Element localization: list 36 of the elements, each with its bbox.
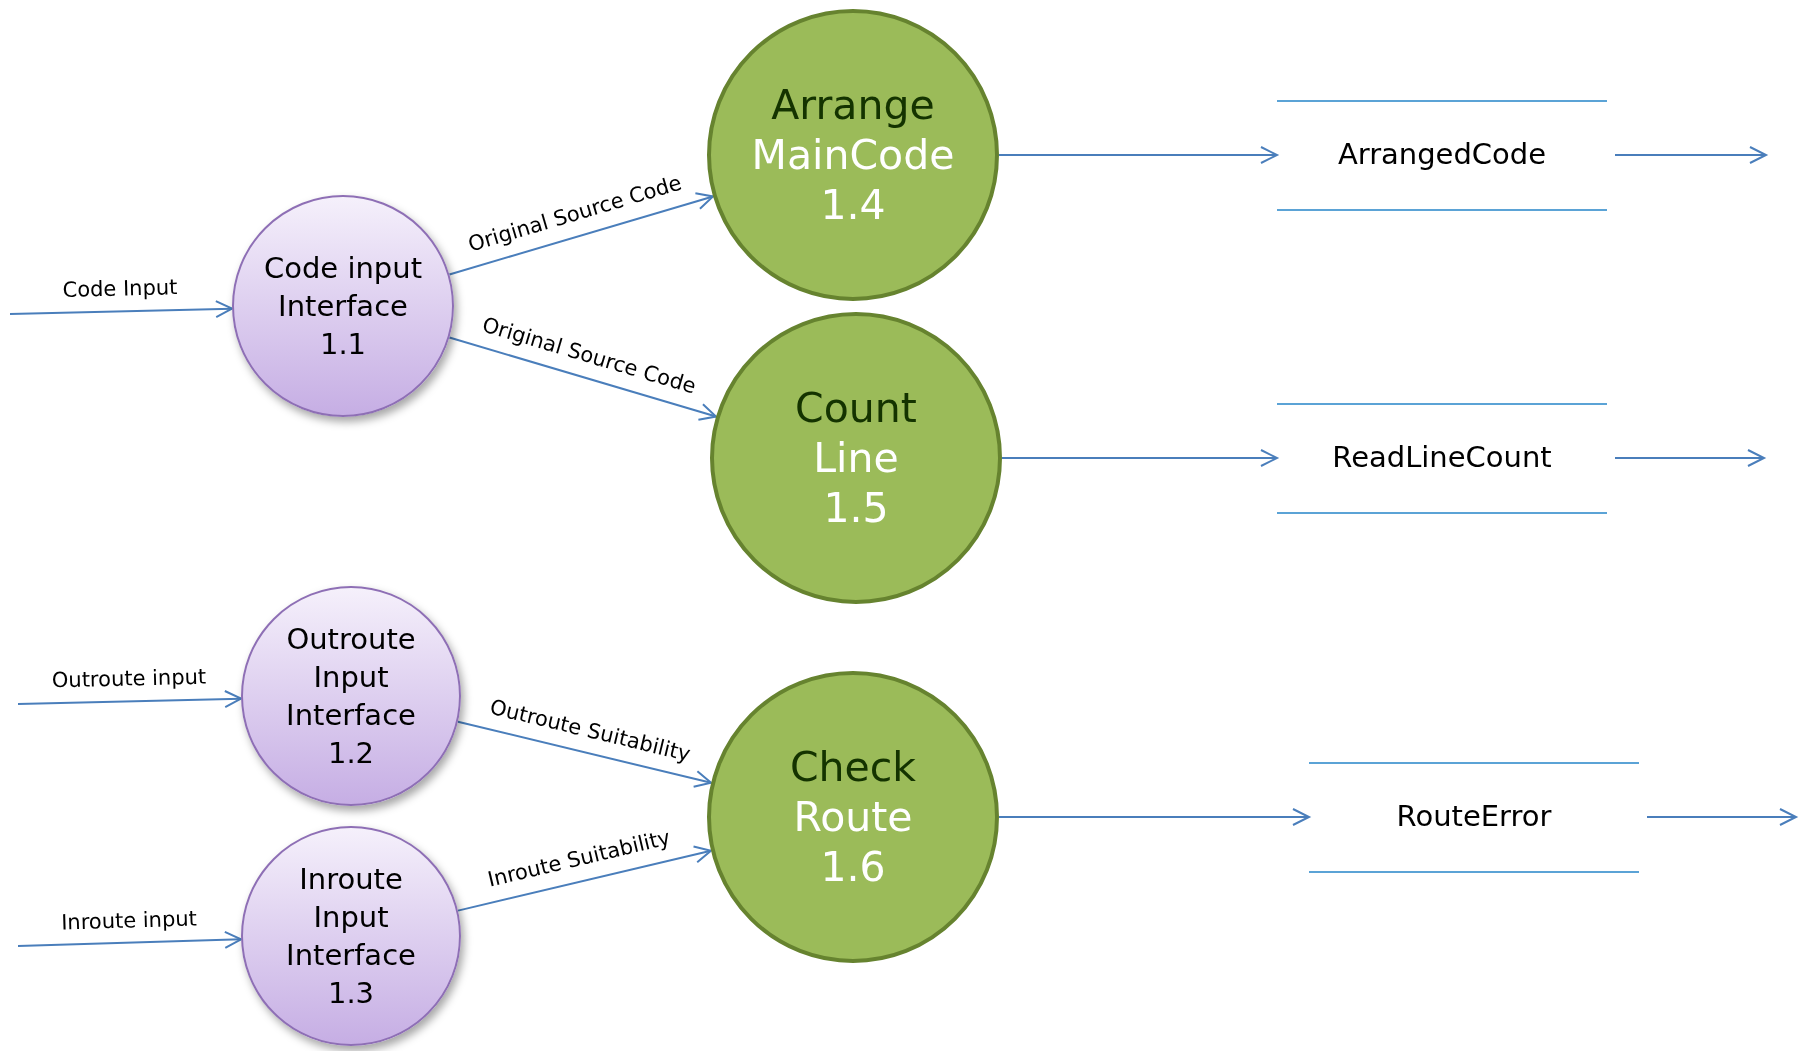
store-name: ArrangedCode xyxy=(1337,136,1547,174)
edge-label: Outroute input xyxy=(51,666,207,692)
arrow xyxy=(9,300,234,319)
arrow xyxy=(1646,808,1797,826)
arrow xyxy=(1614,449,1765,467)
data-store xyxy=(1277,402,1607,514)
edge-label: Code Input xyxy=(62,277,179,302)
arrow xyxy=(17,690,243,708)
process-label: 1.4 xyxy=(820,180,886,230)
arrow xyxy=(998,146,1278,164)
process-label: Inroute Input Interface xyxy=(285,861,417,974)
arrow xyxy=(448,192,714,276)
process-title: Count xyxy=(795,383,917,433)
arrow xyxy=(1001,449,1278,467)
process-label: Route xyxy=(793,792,913,842)
process-label: 1.5 xyxy=(823,483,889,533)
arrow xyxy=(998,808,1310,826)
process-title: Arrange xyxy=(771,80,935,130)
edge-label: Inroute Suitability xyxy=(486,827,673,891)
process-label: 1.2 xyxy=(326,735,376,772)
process-label: 1.1 xyxy=(318,326,368,363)
process-label: Line xyxy=(813,433,899,483)
arrow xyxy=(1614,146,1767,164)
process-label: Code input Interface xyxy=(262,250,424,325)
process-title: Check xyxy=(789,742,917,792)
process-label: 1.6 xyxy=(820,842,886,892)
edge-label: Inroute input xyxy=(60,908,197,934)
arrow xyxy=(448,336,717,421)
data-store xyxy=(1309,761,1639,873)
process-label: 1.3 xyxy=(326,975,376,1012)
arrow xyxy=(17,930,243,949)
store-name: ReadLineCount xyxy=(1332,439,1552,477)
store-name: RouteError xyxy=(1396,798,1552,836)
data-store xyxy=(1277,99,1607,211)
process-label: Outroute Input Interface xyxy=(285,621,417,734)
process-label: MainCode xyxy=(751,130,955,180)
